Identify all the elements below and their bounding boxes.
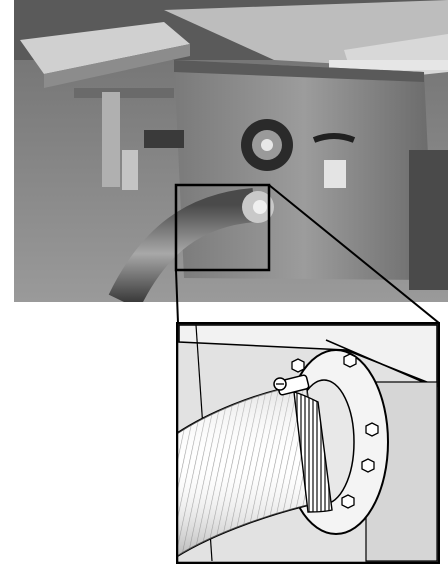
bolt-right (365, 422, 379, 437)
cable-clamp (144, 130, 184, 148)
dust-hose (108, 188, 256, 302)
saw-cabinet (174, 60, 434, 280)
hose-shading (176, 384, 322, 557)
detail-illustration (176, 322, 440, 564)
handwheel-knob (261, 139, 273, 151)
flange-bolts (291, 353, 379, 509)
cabinet-handle (312, 133, 356, 143)
sliding-table-top (20, 22, 190, 74)
cabinet-edge-line (325, 339, 438, 389)
cabinet-top-edge (174, 60, 424, 82)
bolt-lower-right (361, 458, 375, 473)
saw-photo-svg (14, 0, 448, 302)
clamp-screw (273, 374, 310, 396)
table-support-arm (74, 88, 174, 98)
saw-photograph (14, 0, 448, 302)
hose-clamp-band (293, 391, 333, 513)
bolt-top-left (291, 358, 305, 373)
bolt-top-right (343, 353, 357, 368)
sliding-table-edge (44, 44, 190, 88)
rip-fence (329, 60, 448, 70)
table-leg (102, 92, 120, 187)
detail-frame-outline (176, 322, 440, 564)
detail-svg (176, 322, 440, 564)
label-plate (324, 160, 346, 188)
leg-foot (122, 150, 138, 190)
bolt-bottom (341, 494, 355, 509)
dust-port-highlight (253, 200, 267, 214)
background-clutter (409, 150, 448, 290)
